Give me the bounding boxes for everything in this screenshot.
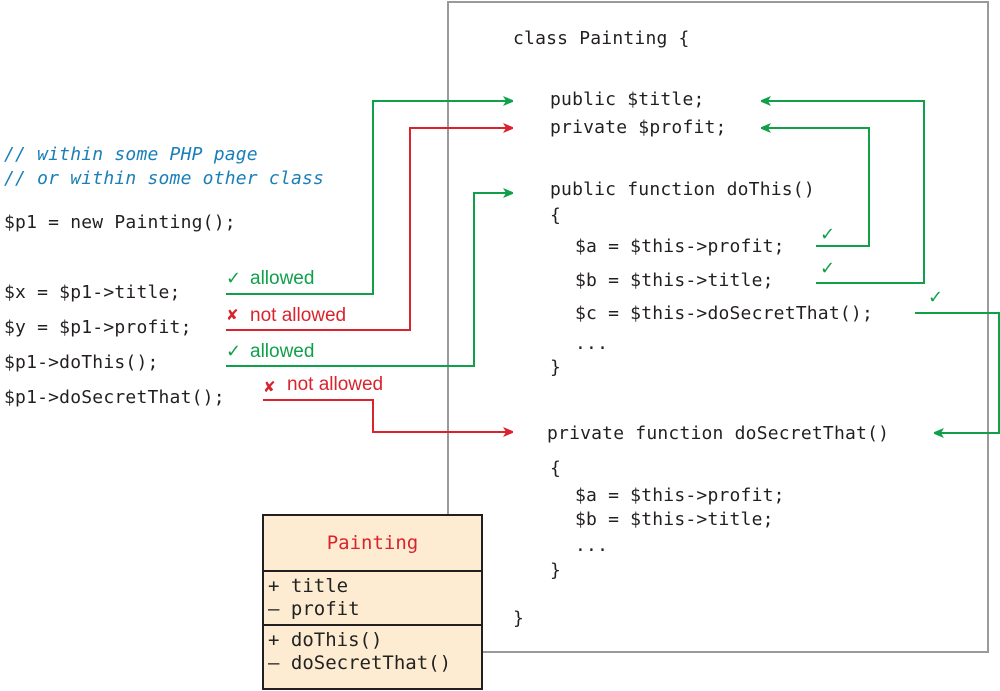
- label-notallowed-dosecretthat: not allowed: [287, 374, 384, 395]
- label-allowed-title: allowed: [250, 268, 315, 289]
- statement-dothis: $p1->doThis();: [4, 352, 159, 373]
- cross-icon: ✘: [263, 378, 276, 396]
- uml-operations: + doThis() – doSecretThat(): [264, 626, 481, 678]
- checkmark-icon: ✓: [928, 287, 944, 308]
- dosecretthat-line-b: $b = $this->title;: [575, 509, 774, 530]
- member-title: public $title;: [550, 89, 705, 110]
- checkmark-icon: ✓: [820, 258, 836, 279]
- checkmark-icon: ✓: [820, 224, 836, 245]
- label-notallowed-profit: not allowed: [250, 305, 347, 326]
- statement-profit: $y = $p1->profit;: [4, 317, 192, 338]
- dosecretthat-ellipsis: ...: [575, 535, 609, 556]
- dothis-ellipsis: ...: [575, 333, 609, 354]
- uml-attribute: + title: [268, 575, 349, 597]
- instantiate-statement: $p1 = new Painting();: [4, 212, 236, 233]
- uml-operation: – doSecretThat(): [268, 652, 452, 674]
- method-dothis-close-brace: }: [550, 357, 562, 378]
- uml-class-name: Painting: [264, 516, 481, 572]
- class-header: class Painting {: [513, 28, 690, 49]
- dothis-line-b: $b = $this->title;: [575, 270, 774, 291]
- checkmark-icon: ✓: [226, 341, 242, 362]
- comment-line-2: // or within some other class: [4, 168, 325, 189]
- dosecretthat-line-a: $a = $this->profit;: [575, 485, 785, 506]
- uml-attribute: – profit: [268, 598, 360, 620]
- cross-icon: ✘: [226, 306, 239, 324]
- method-dothis-open-brace: {: [550, 205, 562, 226]
- dothis-line-a: $a = $this->profit;: [575, 236, 785, 257]
- method-dosecretthat-close-brace: }: [550, 560, 562, 581]
- class-close-brace: }: [513, 608, 525, 629]
- dothis-line-c: $c = $this->doSecretThat();: [575, 303, 873, 324]
- method-dosecretthat-open-brace: {: [550, 458, 562, 479]
- statement-title: $x = $p1->title;: [4, 282, 181, 303]
- checkmark-icon: ✓: [226, 268, 242, 289]
- uml-operation: + doThis(): [268, 629, 383, 651]
- class-definition-box: [447, 1, 989, 653]
- uml-class-diagram: Painting + title – profit + doThis() – d…: [262, 514, 483, 690]
- comment-line-1: // within some PHP page: [4, 144, 258, 165]
- statement-dosecretthat: $p1->doSecretThat();: [4, 387, 225, 408]
- method-dosecretthat-signature: private function doSecretThat(): [547, 423, 890, 444]
- uml-attributes: + title – profit: [264, 572, 481, 626]
- label-allowed-dothis: allowed: [250, 341, 315, 362]
- member-profit: private $profit;: [550, 117, 727, 138]
- method-dothis-signature: public function doThis(): [550, 179, 815, 200]
